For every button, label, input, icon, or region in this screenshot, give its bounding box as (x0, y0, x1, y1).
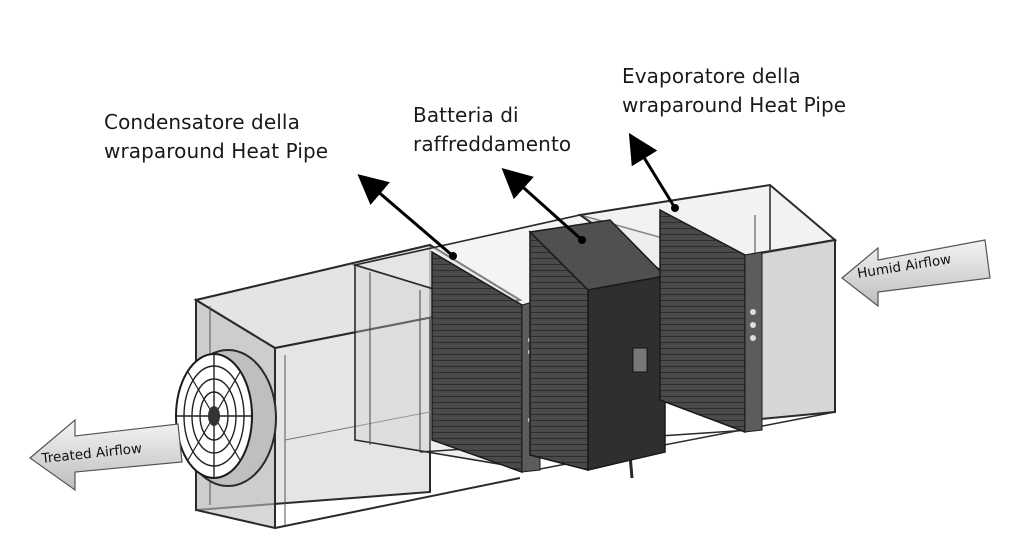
evaporator-label-line-1: Evaporatore della (622, 64, 801, 88)
cooling-coil-label: Batteria di raffreddamento (413, 101, 571, 159)
evaporator-label: Evaporatore della wraparound Heat Pipe (622, 62, 846, 120)
evaporator-coil (659, 208, 763, 434)
condenser-label-line-1: Condensatore della (104, 110, 300, 134)
condenser-label: Condensatore della wraparound Heat Pipe (104, 108, 328, 166)
cooling-coil-label-line-2: raffreddamento (413, 132, 572, 156)
evaporator-pointer (628, 132, 677, 209)
cooling-coil-pointer (501, 167, 584, 242)
fan (175, 349, 277, 487)
inlet-flow-arrow: Humid Airflow (841, 239, 991, 308)
cooling-coil (528, 219, 667, 471)
outlet-flow-arrow: Treated Airflow (29, 418, 183, 492)
cooling-coil-label-line-1: Batteria di (413, 103, 519, 127)
condenser-pointer (357, 174, 454, 258)
callout-pointers (357, 132, 679, 260)
condenser-label-line-2: wraparound Heat Pipe (104, 139, 329, 163)
evaporator-label-line-2: wraparound Heat Pipe (622, 93, 847, 117)
